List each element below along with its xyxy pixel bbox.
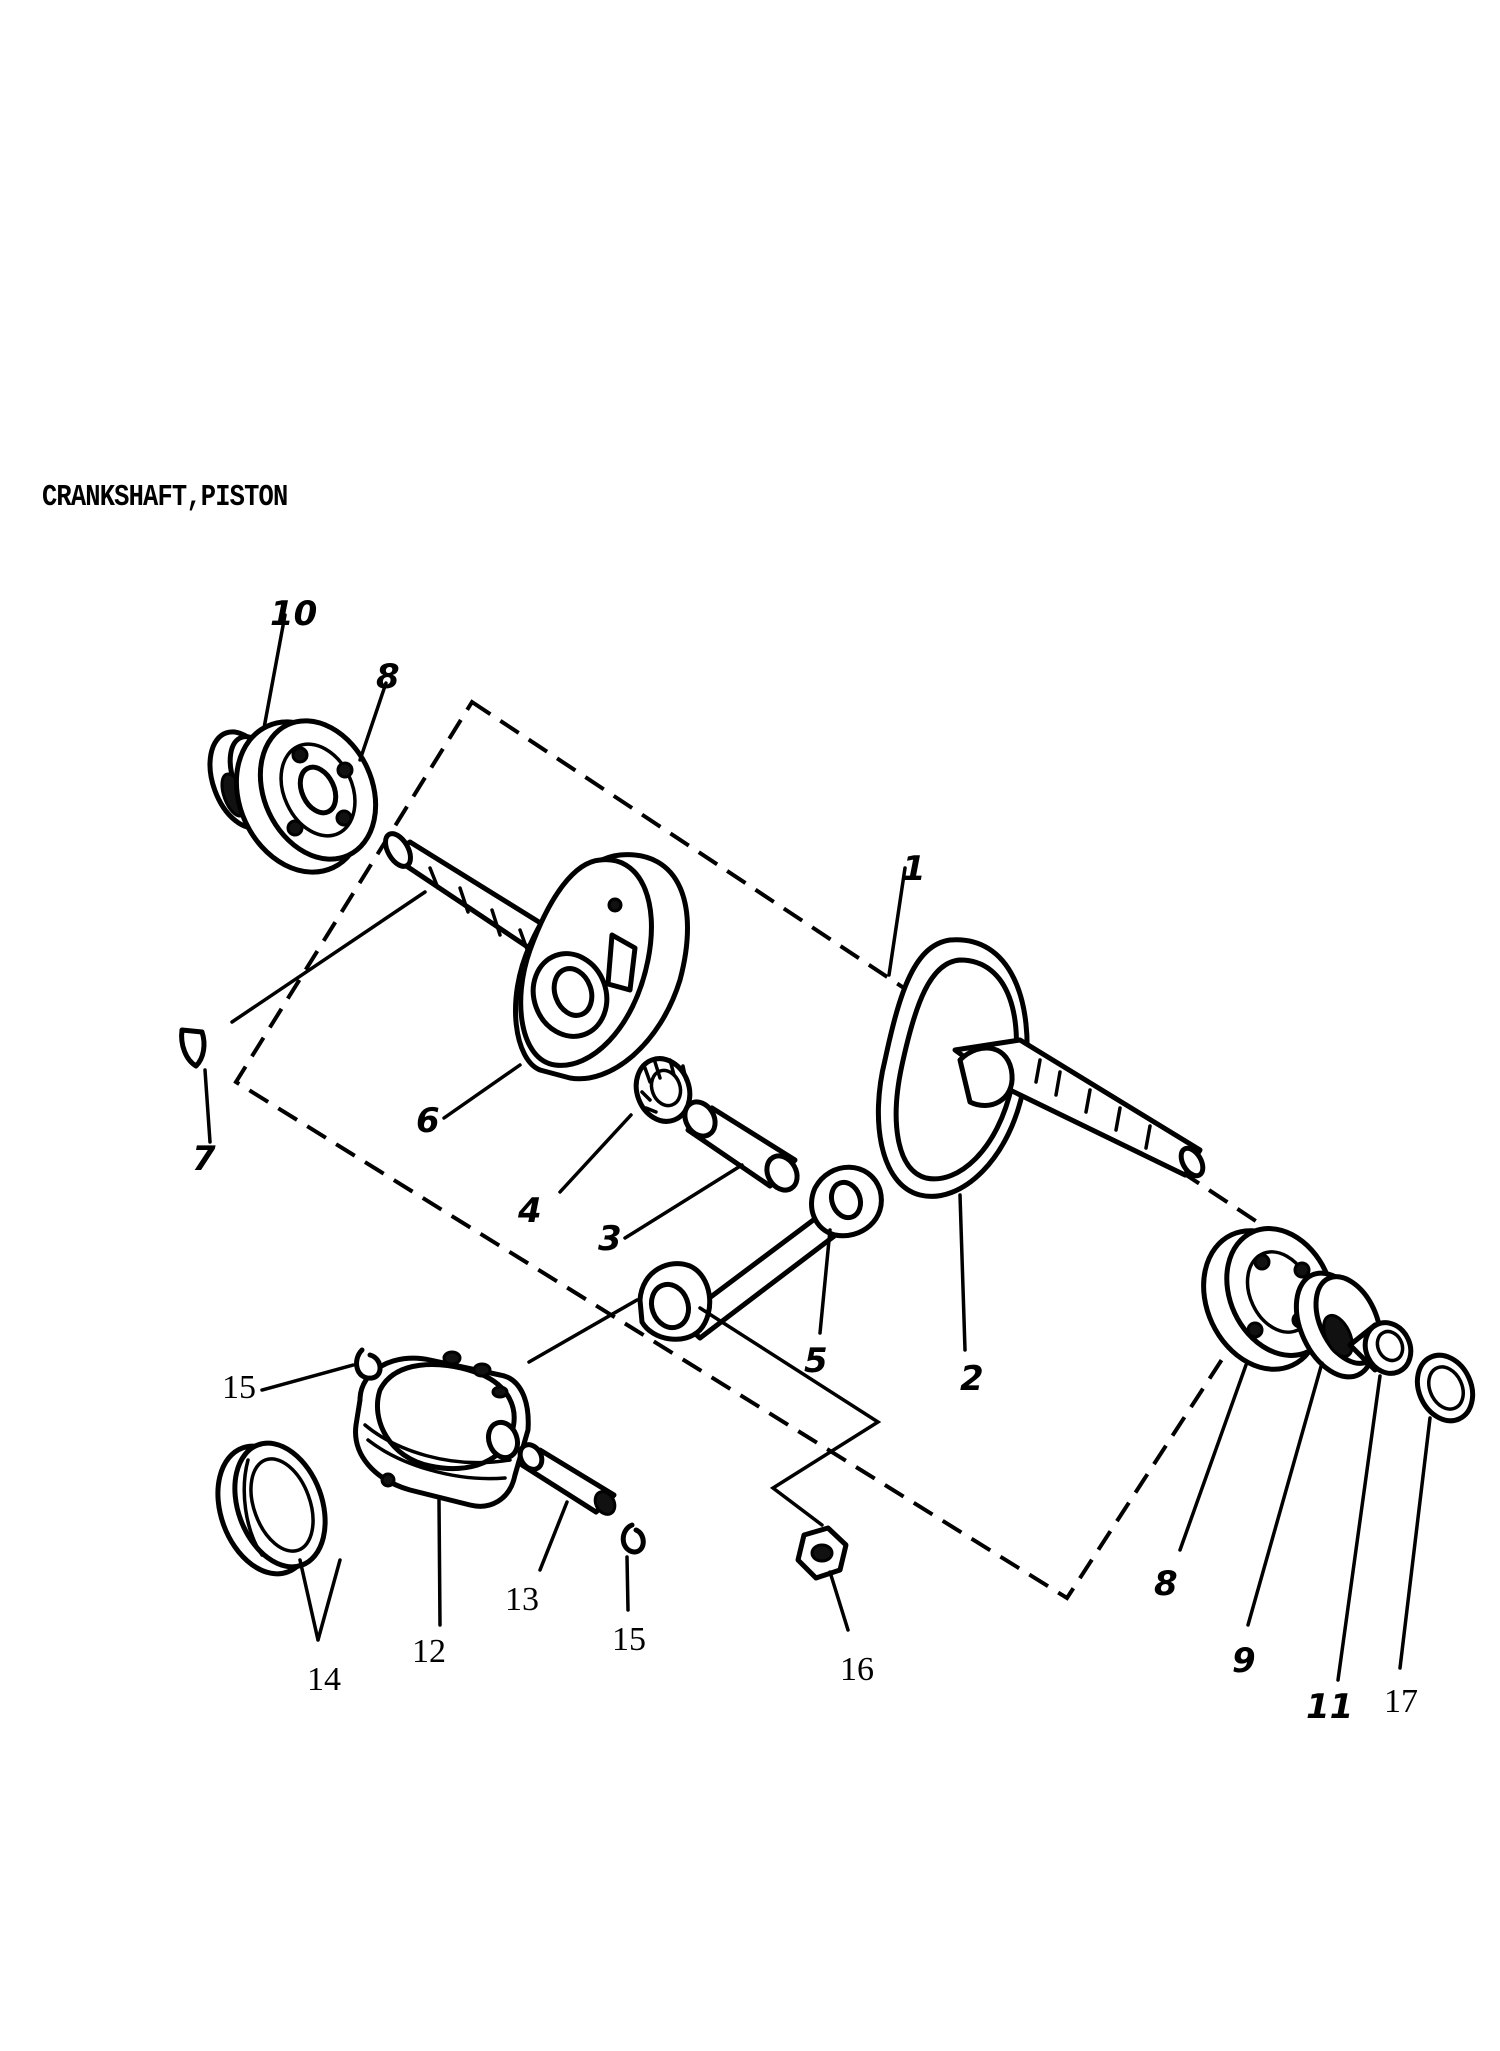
piston-rings-part — [215, 1440, 328, 1577]
callout-1: 1 — [902, 849, 926, 889]
piston-pin-part — [517, 1442, 617, 1516]
right-crank-half-part — [875, 937, 1206, 1199]
left-crank-half-part — [383, 831, 690, 1082]
callout-17: 17 — [1384, 1683, 1418, 1720]
diagram-title: CRANKSHAFT,PISTON — [42, 480, 288, 515]
washer-part — [1414, 1352, 1476, 1424]
bearing-left-part — [233, 718, 379, 875]
callout-3: 3 — [598, 1219, 622, 1259]
leader-lines — [203, 613, 1432, 1682]
callout-10: 10 — [270, 594, 317, 634]
callout-13: 13 — [505, 1581, 539, 1618]
nut-part — [795, 1525, 849, 1581]
connecting-rod-part — [637, 1164, 884, 1342]
callout-7: 7 — [192, 1139, 216, 1179]
callout-8-left: 8 — [376, 657, 400, 697]
callout-11: 11 — [1306, 1687, 1353, 1727]
callout-2: 2 — [960, 1359, 984, 1399]
callout-12: 12 — [412, 1633, 446, 1670]
callout-5: 5 — [804, 1341, 828, 1381]
callout-14: 14 — [307, 1661, 341, 1698]
crank-pin-part — [682, 1099, 800, 1193]
circlip-right-part — [620, 1522, 646, 1555]
callout-15-left: 15 — [222, 1369, 256, 1406]
needle-bearing-part — [633, 1056, 693, 1124]
callout-15-right: 15 — [612, 1621, 646, 1658]
piston-part — [353, 1350, 531, 1509]
callout-4: 4 — [517, 1191, 542, 1231]
bearing-right-part — [1201, 1226, 1336, 1372]
circlip-left-part — [354, 1347, 383, 1381]
woodruff-key-part — [179, 1027, 207, 1069]
callout-8-right: 8 — [1154, 1564, 1178, 1604]
callout-6: 6 — [416, 1101, 440, 1141]
callout-9: 9 — [1232, 1641, 1256, 1681]
collar-part — [1347, 1320, 1414, 1376]
callout-16: 16 — [840, 1651, 874, 1688]
